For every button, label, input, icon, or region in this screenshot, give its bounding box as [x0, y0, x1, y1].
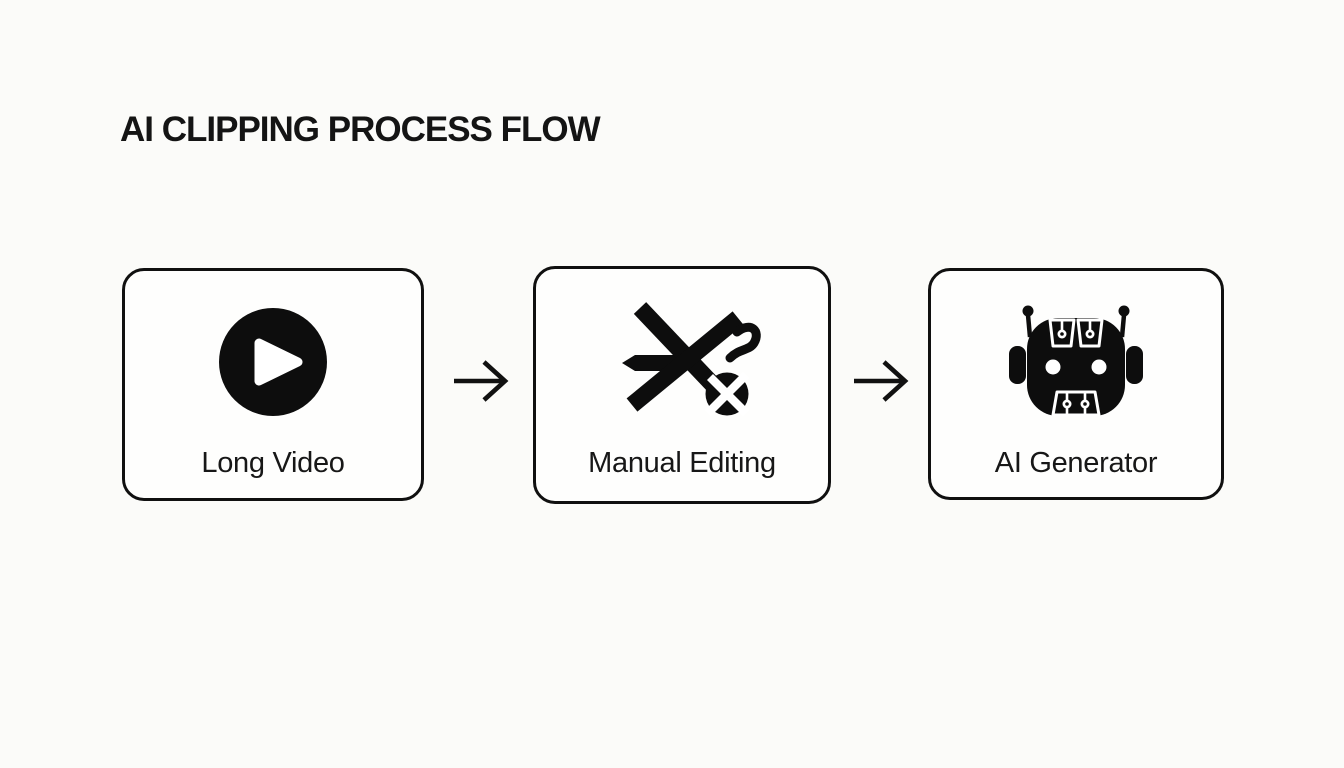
- flow-step-long-video: Long Video: [122, 268, 424, 501]
- flow-step-ai-generator: AI Generator: [928, 268, 1224, 500]
- editing-tools-icon: [536, 295, 828, 435]
- robot-head-icon: [931, 301, 1221, 429]
- flow-step-label: Manual Editing: [588, 447, 776, 479]
- flow-step-label: Long Video: [201, 447, 345, 479]
- flow-step-manual-editing: Manual Editing: [533, 266, 831, 504]
- play-circle-icon: [125, 304, 421, 420]
- arrow-right-icon: [851, 358, 911, 409]
- diagram-title: AI CLIPPING PROCESS FLOW: [120, 110, 601, 149]
- flow-step-label: AI Generator: [994, 447, 1158, 479]
- arrow-right-icon: [451, 358, 511, 409]
